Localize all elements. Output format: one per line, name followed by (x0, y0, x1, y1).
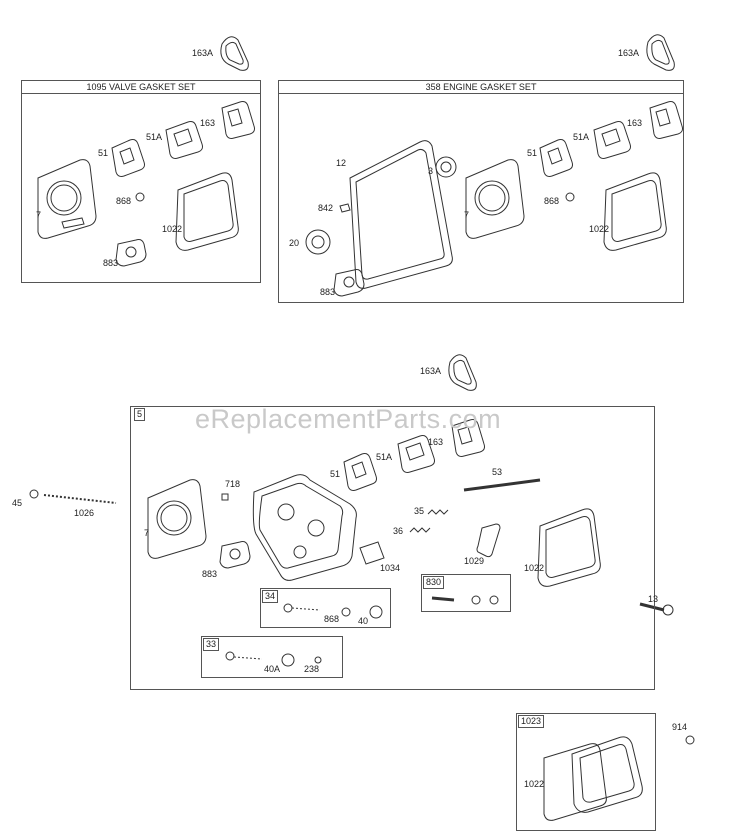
label-1029: 1029 (464, 556, 485, 566)
label-868: 868 (544, 196, 560, 206)
label-1022: 1022 (589, 224, 610, 234)
watermark: eReplacementParts.com (195, 404, 502, 434)
label-53: 53 (492, 467, 503, 477)
engine-gasket-set-title: 358 ENGINE GASKET SET (279, 81, 683, 94)
label-868: 868 (324, 614, 340, 624)
gasket-163a-icon (220, 36, 249, 71)
bolt-914-icon (685, 735, 695, 745)
subassembly-830-tag: 830 (423, 576, 445, 589)
label-163a-top-right: 163A (618, 48, 640, 58)
subassembly-830-box (421, 574, 511, 612)
label-883: 883 (202, 569, 218, 579)
label-51: 51 (527, 148, 538, 158)
subassembly-34-box (260, 588, 391, 628)
engine-gasket-set-box: 358 ENGINE GASKET SET (278, 80, 684, 303)
subassembly-33-tag: 33 (203, 638, 220, 651)
label-163a-top-left: 163A (192, 48, 214, 58)
label-7: 7 (144, 528, 150, 538)
label-45: 45 (12, 498, 23, 508)
pushrod-1026-icon (43, 494, 117, 504)
label-868: 868 (116, 196, 132, 206)
label-12: 12 (336, 158, 347, 168)
label-36: 36 (393, 526, 404, 536)
label-51a: 51A (376, 452, 393, 462)
label-883: 883 (103, 258, 119, 268)
label-914: 914 (672, 722, 688, 732)
label-163: 163 (428, 437, 444, 447)
rocker-cover-box (516, 713, 656, 831)
valve-gasket-set-box: 1095 VALVE GASKET SET (21, 80, 261, 283)
cylinder-head-box-tag: 5 (134, 408, 146, 421)
rocker-cover-box-tag: 1023 (518, 715, 545, 728)
label-1022: 1022 (162, 224, 183, 234)
label-1022: 1022 (524, 563, 545, 573)
label-883: 883 (320, 287, 336, 297)
label-7: 7 (36, 210, 42, 220)
label-35: 35 (414, 506, 425, 516)
label-20: 20 (289, 238, 300, 248)
valve-gasket-set-title: 1095 VALVE GASKET SET (22, 81, 260, 94)
cylinder-head-box (130, 406, 655, 690)
label-1022: 1022 (524, 779, 545, 789)
gasket-163a-icon (448, 354, 477, 391)
label-40: 40 (358, 616, 369, 626)
label-51a: 51A (146, 132, 163, 142)
label-842: 842 (318, 203, 334, 213)
label-163: 163 (627, 118, 643, 128)
label-238: 238 (304, 664, 320, 674)
label-718: 718 (225, 479, 241, 489)
label-13: 13 (648, 594, 659, 604)
label-40a: 40A (264, 664, 281, 674)
label-1034: 1034 (380, 563, 401, 573)
gasket-163a-icon (646, 34, 675, 71)
subassembly-34-tag: 34 (262, 590, 279, 603)
label-51a: 51A (573, 132, 590, 142)
label-163a-middle: 163A (420, 366, 442, 376)
label-1026: 1026 (74, 508, 95, 518)
label-163: 163 (200, 118, 216, 128)
bolt-45-icon (29, 489, 39, 499)
label-3: 3 (428, 166, 434, 176)
subassembly-33-box (201, 636, 343, 678)
label-51: 51 (330, 469, 341, 479)
label-7: 7 (464, 210, 470, 220)
label-51: 51 (98, 148, 109, 158)
